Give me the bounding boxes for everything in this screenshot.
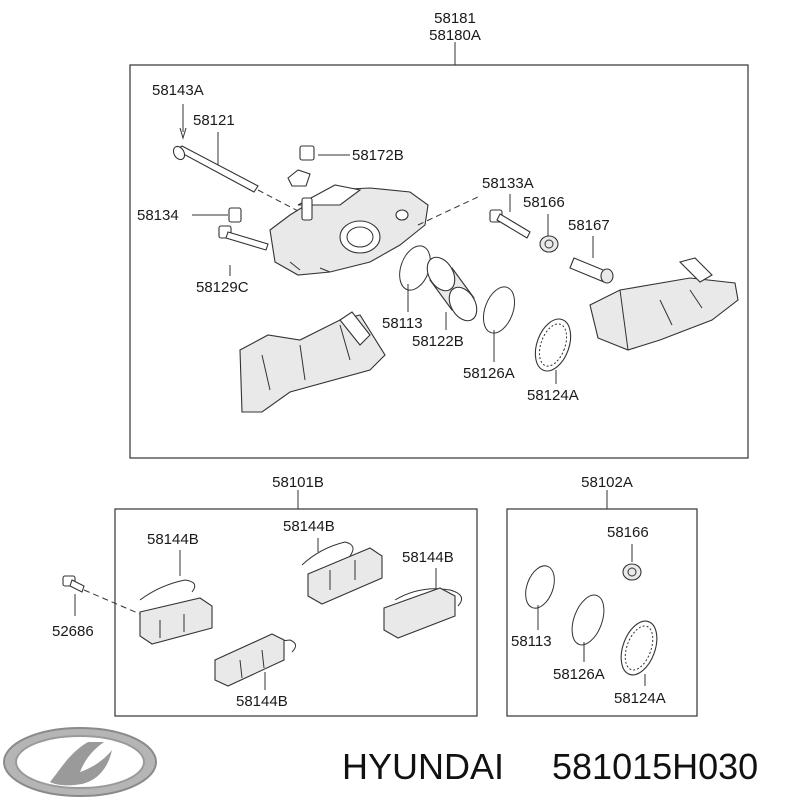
bleeder-cap-arrow <box>179 127 187 140</box>
label-piston-boot: 58124A <box>527 387 579 404</box>
pin <box>569 257 614 284</box>
bolt-path <box>83 589 141 615</box>
kit-guide-boot <box>622 563 642 581</box>
seal-ring <box>482 286 516 334</box>
label-pad-spring-1: 58144B <box>147 531 199 548</box>
bleeder-screw <box>287 145 315 187</box>
label-bleeder-screw: 58172B <box>352 147 404 164</box>
piston <box>426 256 478 322</box>
label-pad-kit: 58101B <box>272 474 324 491</box>
brake-pad-4 <box>214 633 296 687</box>
piston-boot <box>534 318 572 372</box>
guide-bolt-long <box>172 145 259 193</box>
label-sleeve: 58134 <box>137 207 179 224</box>
caliper-dash-line <box>417 195 481 226</box>
label-pad-spring-3: 58144B <box>402 549 454 566</box>
label-caliper-assembly-2: 58180A <box>429 27 481 44</box>
kit-piston-seal <box>525 565 555 609</box>
caliper-bracket-right <box>589 257 739 351</box>
caliper-carrier <box>239 311 386 413</box>
label-seal-ring: 58126A <box>463 365 515 382</box>
brake-pad-1 <box>139 579 213 645</box>
sleeve <box>228 207 242 223</box>
label-kit-seal: 58113 <box>511 633 552 650</box>
hyundai-logo <box>3 727 157 797</box>
guide-bolt <box>218 225 269 251</box>
label-kit-piston-boot: 58124A <box>614 690 666 707</box>
label-piston-seal-bolt: 58133A <box>482 175 534 192</box>
label-caliper-assembly-1: 58181 <box>434 10 476 27</box>
caliper-housing <box>269 184 429 276</box>
brake-pad-2 <box>301 541 383 605</box>
label-pad-spring-4: 58144B <box>236 693 288 710</box>
pad-kit-frame <box>114 508 478 717</box>
label-kit-boot: 58166 <box>607 524 649 541</box>
bolt <box>62 575 85 593</box>
label-piston: 58122B <box>412 333 464 350</box>
caliper-assembly-frame <box>129 64 749 459</box>
seal-kit-frame <box>506 508 698 717</box>
part-number: 581015H030 <box>552 746 758 787</box>
label-kit-ring: 58126A <box>553 666 605 683</box>
label-guide-boot: 58166 <box>523 194 565 211</box>
guide-bolt-long-path <box>257 189 301 213</box>
guide-boot <box>539 235 559 253</box>
label-seal-kit: 58102A <box>581 474 633 491</box>
kit-piston-boot <box>620 620 658 676</box>
brake-pad-3 <box>383 587 463 639</box>
label-guide-bolt: 58129C <box>196 279 249 296</box>
label-pin: 58167 <box>568 217 610 234</box>
label-pad-spring-2: 58144B <box>283 518 335 535</box>
piston-seal-bolt <box>489 209 531 239</box>
label-bolt: 52686 <box>52 623 94 640</box>
brand-name: HYUNDAI <box>342 746 504 787</box>
label-piston-seal: 58113 <box>382 315 423 332</box>
label-bleeder-cap: 58143A <box>152 82 204 99</box>
kit-seal-ring <box>571 594 605 646</box>
label-guide-bolt-long: 58121 <box>193 112 235 129</box>
